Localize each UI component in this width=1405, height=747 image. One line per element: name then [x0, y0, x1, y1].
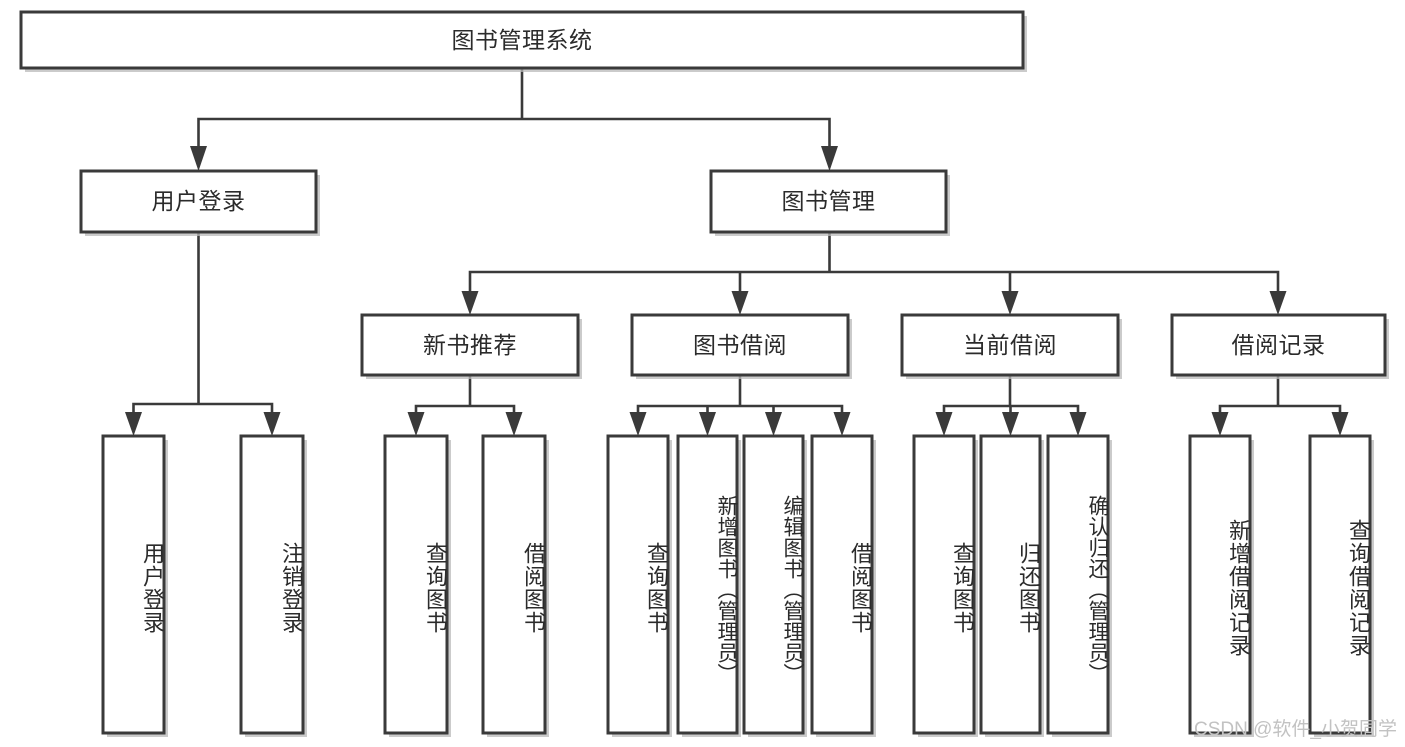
arrowhead-leaf-user-login	[125, 412, 142, 436]
arrowhead-leaf-query-borrow-record	[1331, 412, 1349, 436]
csdn-watermark: CSDN @软件_小贺同学	[1194, 719, 1397, 740]
arrowhead-leaf-borrow-book-2	[833, 412, 851, 436]
node-leaf-user-login[interactable]	[101, 434, 166, 735]
arrowhead-current-borrow	[1001, 291, 1019, 315]
node-leaf-add-borrow-record[interactable]	[1188, 434, 1252, 735]
arrowhead-leaf-query-book-2	[629, 412, 647, 436]
node-leaf-query-borrow-record[interactable]	[1308, 434, 1372, 735]
arrowhead-leaf-return-book	[1002, 412, 1019, 436]
node-leaf-query-book-3[interactable]	[912, 434, 976, 735]
arrowhead-book-borrow	[731, 291, 749, 315]
node-borrow-record[interactable]	[1170, 313, 1387, 377]
arrowhead-leaf-borrow-book-1	[505, 412, 523, 436]
link-bookmgmt-bus	[468, 230, 1280, 294]
link-bookborrow-bus	[636, 373, 844, 416]
node-book-management[interactable]	[709, 169, 948, 234]
arrowhead-user-login	[190, 146, 207, 171]
arrowhead-book-management	[821, 146, 838, 171]
arrowhead-borrow-record	[1269, 291, 1287, 315]
node-root[interactable]	[19, 10, 1025, 70]
node-book-borrow[interactable]	[630, 313, 850, 377]
node-leaf-query-book-2[interactable]	[606, 434, 670, 735]
node-leaf-logout-login[interactable]	[239, 434, 305, 735]
node-leaf-add-book-admin[interactable]	[676, 434, 739, 735]
node-layer	[19, 10, 1389, 737]
node-leaf-return-book[interactable]	[979, 434, 1042, 735]
arrowhead-new-book-recommend	[461, 291, 479, 315]
arrowhead-leaf-edit-book-admin	[765, 412, 782, 436]
link-currentborrow-bus	[942, 373, 1080, 416]
node-leaf-edit-book-admin[interactable]	[742, 434, 805, 735]
link-newbook-bus	[414, 373, 516, 416]
node-leaf-borrow-book-2[interactable]	[810, 434, 874, 735]
node-user-login[interactable]	[79, 169, 318, 234]
arrowhead-leaf-add-borrow-record	[1211, 412, 1229, 436]
connector-layer	[125, 66, 1349, 436]
arrowhead-leaf-query-book-3	[935, 412, 953, 436]
node-new-book-recommend[interactable]	[360, 313, 580, 377]
link-userlogin-bus	[132, 230, 274, 416]
link-root-bus	[197, 66, 831, 150]
node-leaf-confirm-return-admin[interactable]	[1046, 434, 1110, 735]
arrowhead-leaf-confirm-return-admin	[1069, 412, 1087, 436]
link-borrowrecord-bus	[1218, 373, 1342, 416]
arrowhead-leaf-add-book-admin	[699, 412, 716, 436]
node-leaf-borrow-book-1[interactable]	[481, 434, 547, 735]
arrowhead-leaf-logout-login	[263, 412, 281, 436]
arrowhead-leaf-query-book-1	[407, 412, 425, 436]
node-leaf-query-book-1[interactable]	[383, 434, 449, 735]
node-current-borrow[interactable]	[900, 313, 1120, 377]
